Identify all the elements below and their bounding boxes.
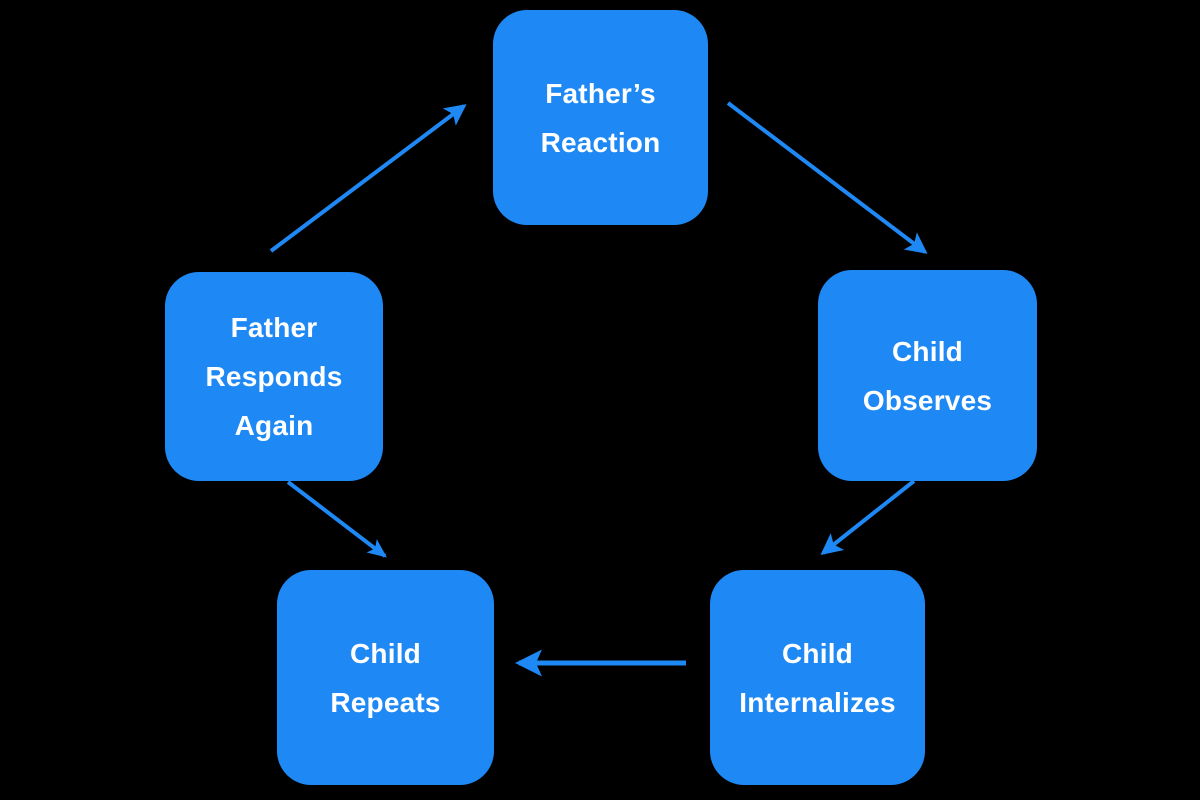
node-fathers-reaction[interactable]: Father’s Reaction (493, 10, 708, 225)
edge-responds-to-reaction (269, 104, 467, 253)
node-label-father-responds: Father Responds Again (205, 312, 343, 441)
edge-responds-to-repeats (286, 480, 387, 558)
node-child-internalizes[interactable]: Child Internalizes (710, 570, 925, 785)
node-child-observes[interactable]: Child Observes (818, 270, 1037, 481)
node-label-child-repeats: Child Repeats (330, 637, 441, 718)
edge-observes-to-internalizes (820, 479, 916, 555)
node-label-child-internalizes: Child Internalizes (739, 637, 896, 718)
edge-reaction-to-observes (726, 101, 928, 254)
node-child-repeats[interactable]: Child Repeats (277, 570, 494, 785)
node-father-responds[interactable]: Father Responds Again (165, 272, 383, 481)
node-label-child-observes: Child Observes (862, 335, 993, 416)
node-label-fathers-reaction: Father’s Reaction (540, 77, 661, 158)
